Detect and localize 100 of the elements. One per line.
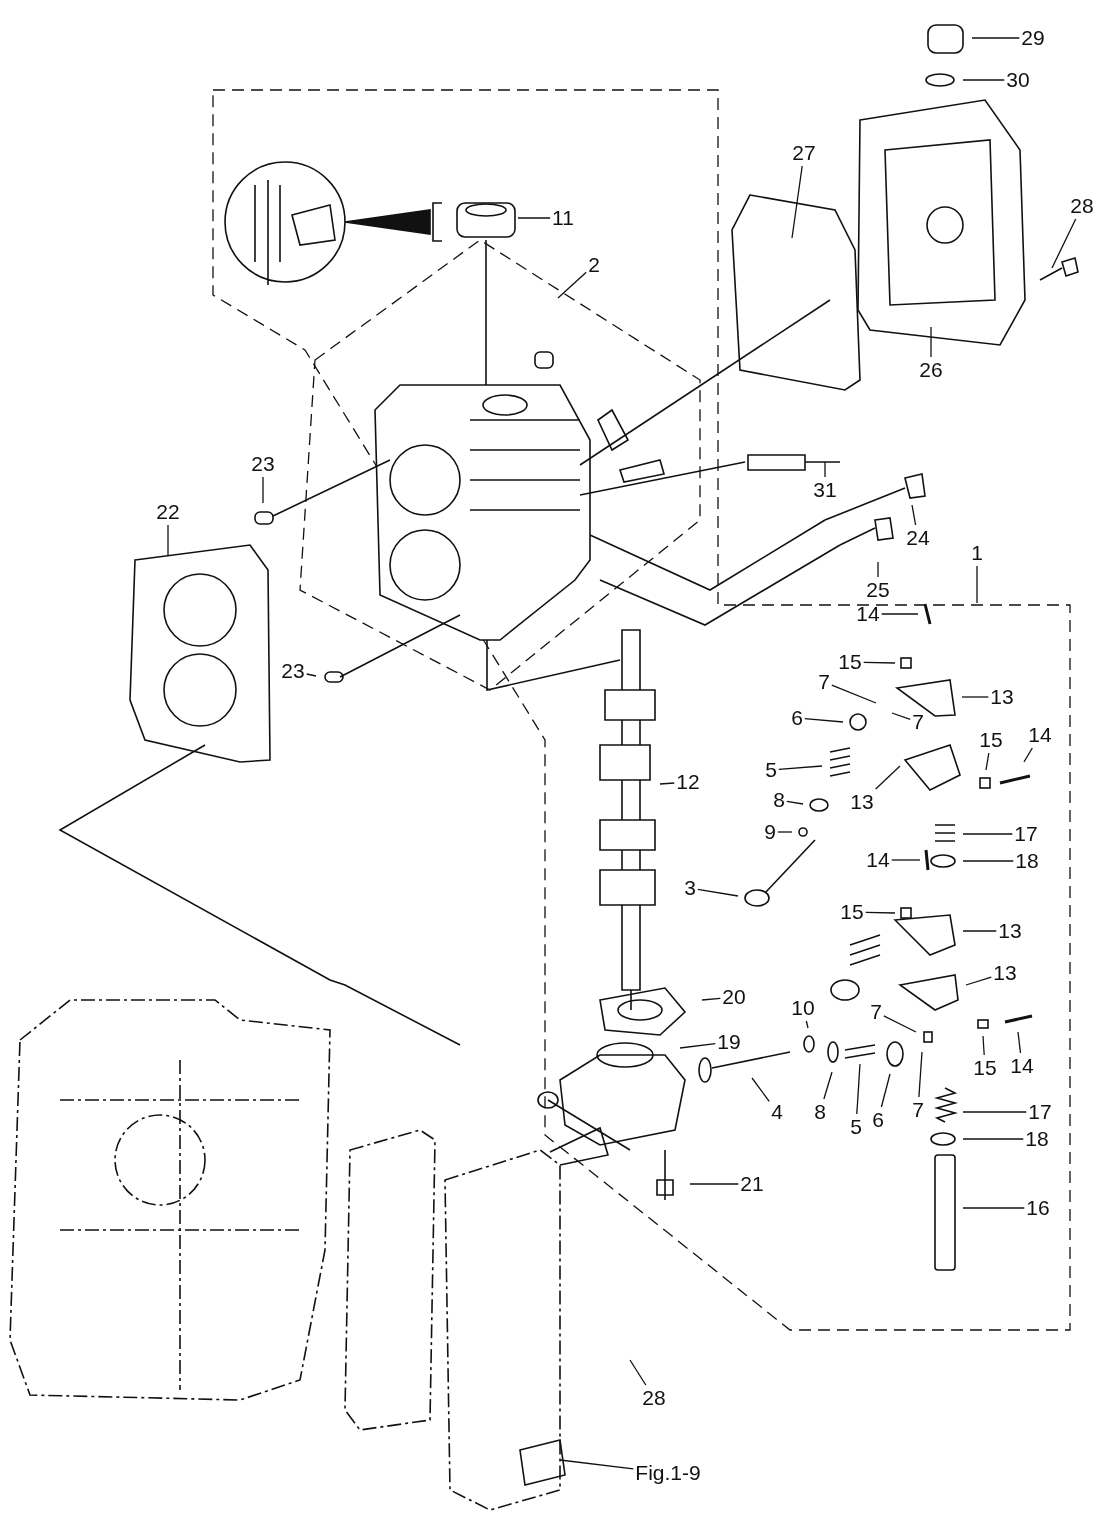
leader-line — [659, 782, 675, 785]
leader-line — [701, 997, 721, 1001]
callout-number: 29 — [1021, 26, 1045, 50]
callout-number: 18 — [1025, 1127, 1049, 1151]
leader-line — [962, 833, 1013, 835]
callout-number: 1 — [971, 541, 983, 565]
callout-number: 14 — [1010, 1054, 1034, 1078]
leader-line — [985, 752, 990, 771]
leader-line — [1023, 747, 1033, 763]
leader-line — [856, 1063, 861, 1115]
callout-number: 15 — [840, 900, 864, 924]
callout-number: 14 — [866, 848, 890, 872]
leader-line — [930, 326, 932, 358]
leader-line — [262, 476, 264, 504]
leader-line — [689, 1183, 739, 1185]
callout-number: 19 — [717, 1030, 741, 1054]
callout-number: 30 — [1006, 68, 1030, 92]
leader-line — [791, 165, 803, 239]
leader-line — [961, 696, 989, 698]
leader-line — [778, 765, 823, 771]
callout-number: 13 — [998, 919, 1022, 943]
leader-line — [679, 1043, 716, 1049]
leader-line — [1017, 1031, 1022, 1054]
callout-number: 15 — [973, 1056, 997, 1080]
callout-number: 5 — [850, 1115, 862, 1139]
callout-number: 14 — [1028, 723, 1052, 747]
callout-number: 20 — [722, 985, 746, 1009]
leader-line — [965, 976, 992, 986]
callout-number: 28 — [642, 1386, 666, 1410]
callout-number: 7 — [912, 1098, 924, 1122]
leader-line — [559, 1459, 634, 1470]
leader-line — [786, 800, 804, 805]
leader-line — [777, 831, 793, 833]
leader-line — [875, 765, 901, 790]
callout-number: 6 — [872, 1108, 884, 1132]
leader-line — [883, 1015, 917, 1033]
leader-line — [962, 860, 1014, 862]
leader-line — [877, 561, 879, 578]
leader-line — [971, 37, 1020, 39]
callout-number: 27 — [792, 141, 816, 165]
leader-line — [823, 1071, 833, 1100]
leader-line — [911, 504, 917, 526]
callout-number: 13 — [990, 685, 1014, 709]
callout-number: 26 — [919, 358, 943, 382]
leader-line — [880, 1073, 891, 1108]
callout-number: 9 — [764, 820, 776, 844]
leader-line — [982, 1035, 985, 1056]
callout-number: 4 — [771, 1100, 783, 1124]
callout-number: 8 — [773, 788, 785, 812]
callout-number: 31 — [813, 478, 837, 502]
callout-number: 10 — [791, 996, 815, 1020]
callout-number: 17 — [1014, 822, 1038, 846]
leader-line — [1051, 218, 1077, 269]
leader-line — [824, 461, 826, 478]
leader-line — [306, 673, 317, 677]
callout-number: 6 — [791, 706, 803, 730]
leader-line — [976, 565, 978, 604]
leader-line — [962, 1207, 1025, 1209]
callout-number: 7 — [870, 1000, 882, 1024]
leader-line — [962, 930, 997, 932]
leader-line — [863, 661, 896, 664]
callout-number: 3 — [684, 876, 696, 900]
callout-number: 13 — [993, 961, 1017, 985]
callout-number: 15 — [838, 650, 862, 674]
leader-line — [697, 888, 739, 897]
callout-number: 5 — [765, 758, 777, 782]
leader-line — [167, 524, 169, 556]
leader-line — [891, 859, 921, 861]
callout-number: 25 — [866, 578, 890, 602]
leader-line — [557, 271, 587, 299]
leader-line — [881, 613, 919, 615]
callout-number: 16 — [1026, 1196, 1050, 1220]
callout-number: 28 — [1070, 194, 1094, 218]
callout-number: 12 — [676, 770, 700, 794]
callout-number: 21 — [740, 1172, 764, 1196]
callout-number: 24 — [906, 526, 930, 550]
callout-number: 23 — [281, 659, 305, 683]
callout-number: 7 — [912, 710, 924, 734]
callout-number: 8 — [814, 1100, 826, 1124]
leader-line — [517, 217, 551, 219]
callout-number: 11 — [552, 206, 574, 230]
leader-line — [629, 1359, 647, 1386]
leader-line — [962, 79, 1005, 81]
callout-number: Fig.1-9 — [635, 1461, 701, 1485]
callout-number: 15 — [979, 728, 1003, 752]
leader-line — [804, 718, 844, 723]
leader-line — [751, 1077, 770, 1102]
leader-line — [918, 1051, 923, 1098]
leader-line — [805, 1020, 809, 1029]
callout-number: 18 — [1015, 849, 1039, 873]
leader-line — [831, 684, 877, 704]
callout-number: 13 — [850, 790, 874, 814]
callout-number: 7 — [818, 670, 830, 694]
callout-number: 14 — [856, 602, 880, 626]
leader-line — [962, 1111, 1027, 1113]
callout-number: 17 — [1028, 1100, 1052, 1124]
callout-number: 2 — [588, 253, 600, 277]
leader-line — [865, 911, 896, 914]
callout-number: 23 — [251, 452, 275, 476]
callout-number: 22 — [156, 500, 180, 524]
